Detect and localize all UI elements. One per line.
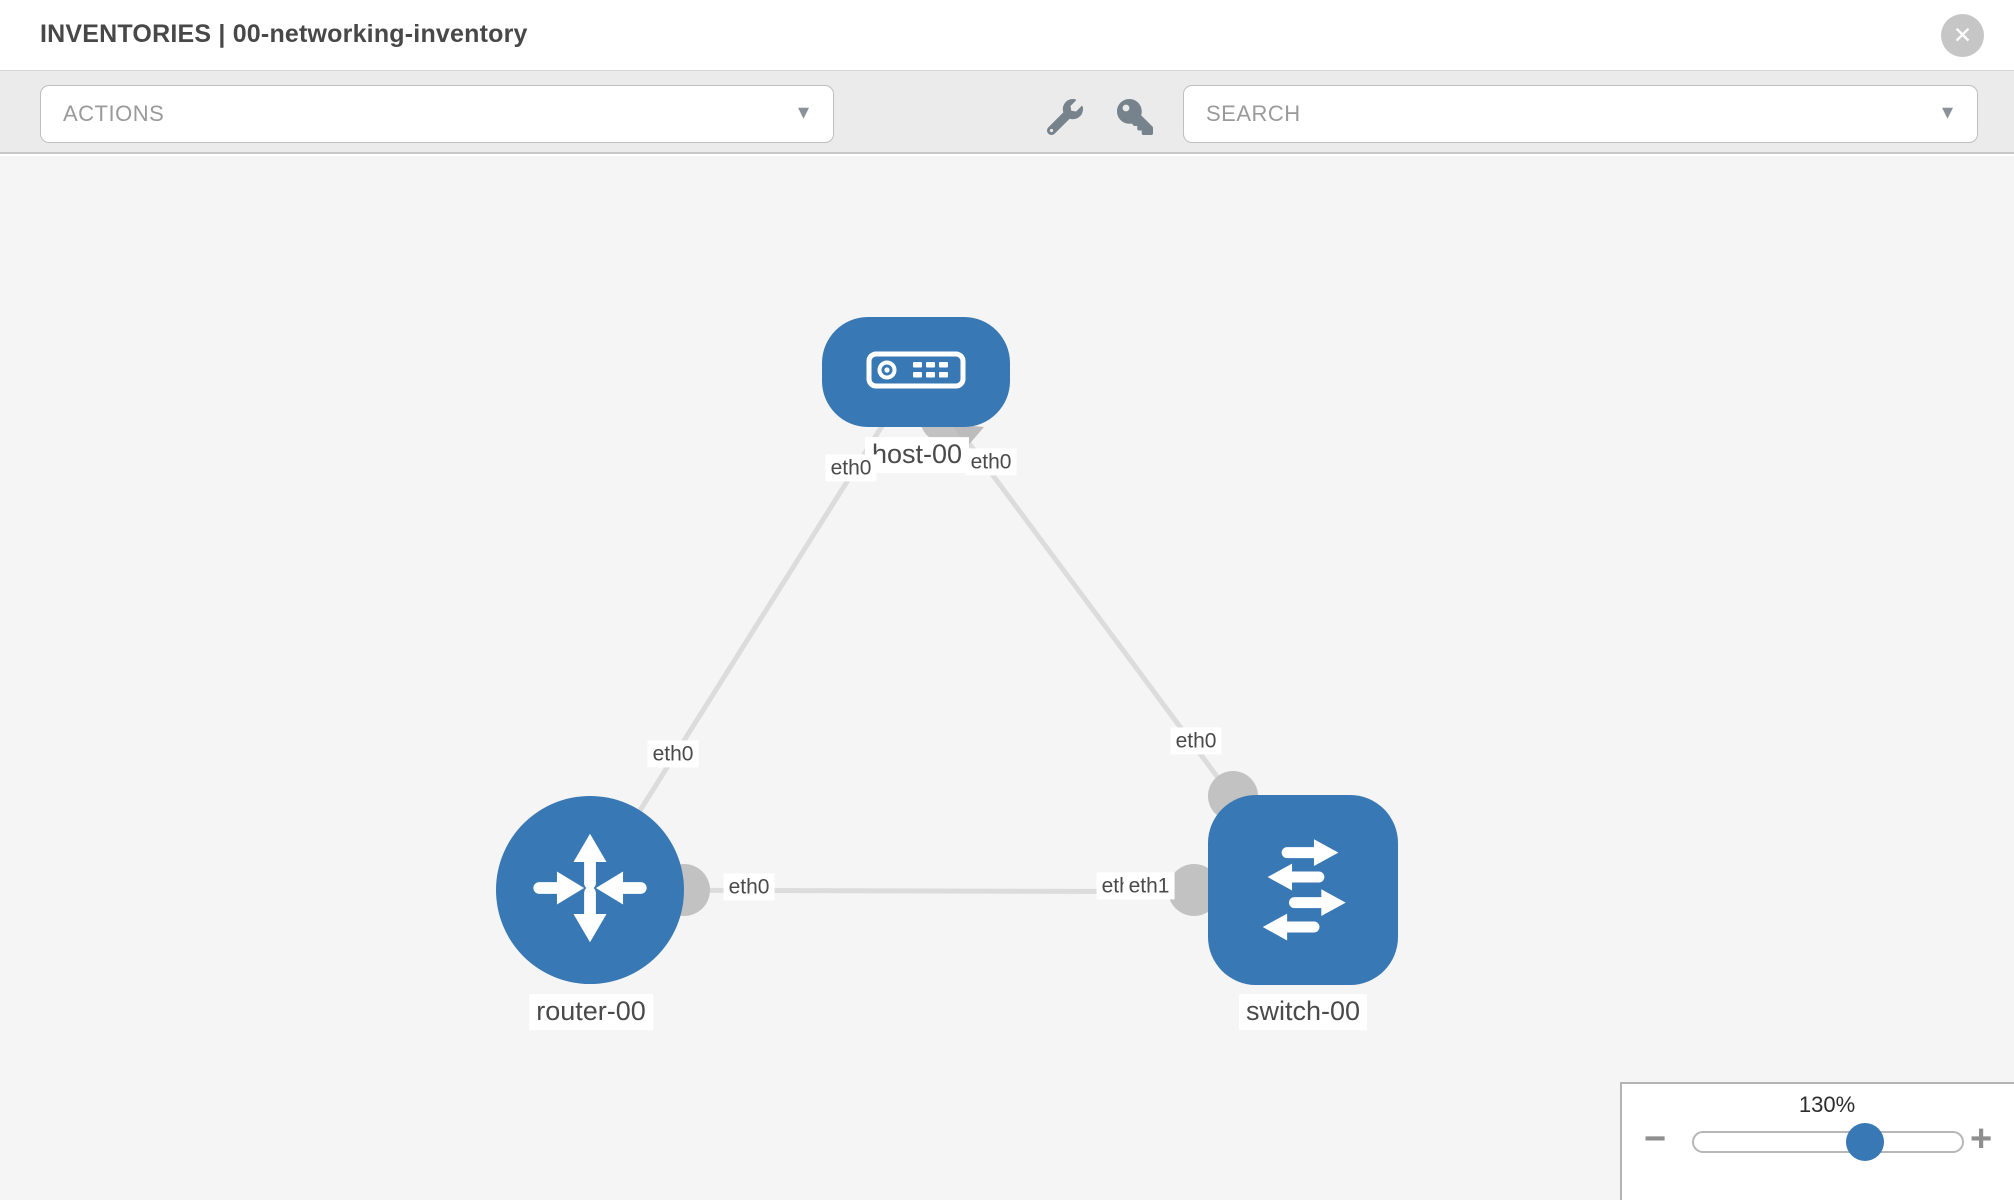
node-label-host: host-00 — [864, 437, 970, 473]
plus-icon: + — [1970, 1118, 1993, 1160]
page-title: INVENTORIES | 00-networking-inventory — [40, 20, 528, 48]
topology-edges — [587, 370, 1306, 916]
node-host-00[interactable] — [822, 317, 1010, 427]
topology-canvas[interactable]: host-00 router-00 switch-00 eth0 eth0 et… — [0, 156, 2014, 1200]
zoom-out-button[interactable]: − — [1644, 1120, 1666, 1158]
minus-icon: − — [1644, 1118, 1667, 1160]
iface-label-switch-to-host: eth0 — [1170, 727, 1222, 755]
header: INVENTORIES | 00-networking-inventory ✕ — [0, 0, 2014, 70]
zoom-slider-track[interactable] — [1692, 1123, 1964, 1161]
zoom-slider-handle[interactable] — [1846, 1123, 1884, 1161]
node-label-router: router-00 — [529, 994, 653, 1030]
node-label-switch: switch-00 — [1238, 994, 1368, 1030]
router-icon — [531, 829, 649, 952]
host-icon — [866, 351, 966, 394]
toolbar: ACTIONS ▾ SEARCH ▾ — [0, 70, 2014, 154]
actions-dropdown[interactable]: ACTIONS ▾ — [40, 85, 834, 143]
search-dropdown[interactable]: SEARCH ▾ — [1183, 85, 1978, 143]
close-icon: ✕ — [1952, 22, 1973, 48]
wrench-icon — [1047, 99, 1083, 135]
iface-label-router-to-switch: eth0 — [723, 873, 775, 901]
configure-button[interactable] — [1045, 97, 1085, 137]
iface-label-host-to-switch: eth0 — [965, 448, 1017, 476]
credentials-button[interactable] — [1115, 97, 1155, 137]
zoom-in-button[interactable]: + — [1970, 1120, 1992, 1158]
iface-label-router-to-host: eth0 — [647, 740, 699, 768]
link-arrowhead — [952, 424, 984, 448]
iface-label-host-to-router: eth0 — [825, 454, 877, 482]
node-switch-00[interactable] — [1208, 795, 1398, 985]
zoom-level-value: 130% — [1798, 1092, 1856, 1117]
zoom-panel: 130% − + — [1620, 1082, 2014, 1200]
interface-circle-switch-left — [1168, 864, 1220, 916]
key-icon — [1117, 99, 1153, 135]
close-button[interactable]: ✕ — [1941, 14, 1984, 57]
search-placeholder: SEARCH — [1206, 101, 1301, 126]
iface-label-switch-to-router: eth1 — [1123, 872, 1175, 900]
node-router-00[interactable] — [496, 796, 684, 984]
actions-dropdown-label: ACTIONS — [63, 101, 165, 126]
chevron-down-icon: ▾ — [1941, 99, 1953, 125]
chevron-down-icon: ▾ — [797, 99, 809, 125]
switch-icon — [1242, 827, 1364, 954]
